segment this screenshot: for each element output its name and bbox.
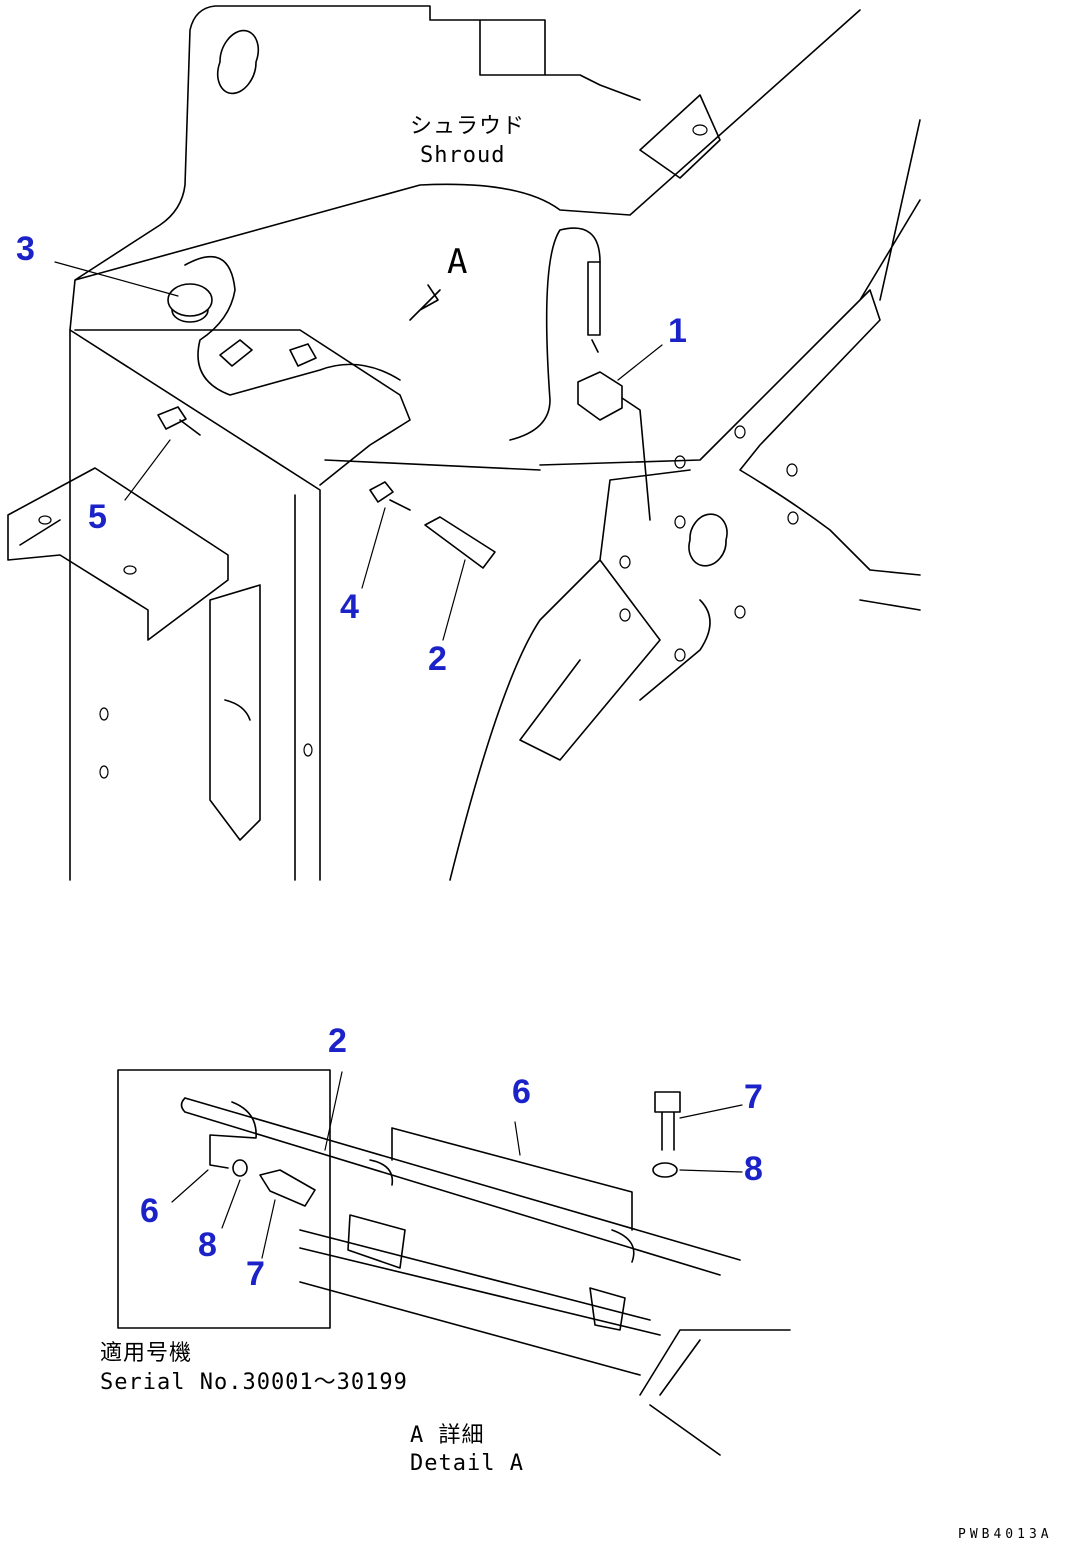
callout-2: 2 — [428, 640, 447, 678]
leader-d6-left — [171, 1169, 209, 1203]
callout-5: 5 — [88, 498, 107, 536]
frame-right — [449, 119, 921, 881]
filler-neck — [167, 283, 213, 323]
drain-cock-5 — [157, 406, 201, 436]
radiator-body — [69, 329, 541, 881]
plug-4 — [369, 481, 411, 511]
leader-d8 — [679, 1169, 743, 1173]
side-hole — [99, 707, 109, 721]
detail-clamp-6 — [369, 1127, 635, 1263]
serial-label-jp: 適用号機 — [100, 1341, 192, 1366]
detail-clamp-left — [209, 1101, 257, 1169]
leader-3 — [54, 261, 179, 297]
bracket-hole — [123, 565, 137, 575]
leader-d7 — [679, 1104, 743, 1119]
sensor-1 — [577, 261, 623, 421]
leader-d6 — [514, 1121, 521, 1156]
left-bracket — [7, 467, 229, 641]
fitting-upper — [219, 339, 317, 367]
side-hole — [303, 743, 313, 757]
detail-washer-left — [232, 1159, 248, 1177]
leader-d8-left — [221, 1179, 241, 1229]
callout-detail-7-left: 7 — [246, 1255, 265, 1293]
detail-label-en: Detail A — [410, 1451, 524, 1476]
frame-big-hole — [688, 513, 728, 567]
callout-4: 4 — [340, 588, 359, 626]
serial-label-en: Serial No.30001～30199 — [100, 1370, 408, 1395]
serial-frame — [117, 1069, 331, 1329]
detail-bolt-left — [259, 1169, 316, 1207]
shroud-outline — [69, 5, 861, 881]
leader-4 — [361, 507, 386, 589]
detail-washer-8 — [652, 1162, 678, 1178]
callout-detail-6-left: 6 — [140, 1192, 159, 1230]
callout-1: 1 — [668, 312, 687, 350]
frame-holes — [619, 425, 799, 662]
leader-5 — [124, 439, 171, 501]
leader-2 — [442, 559, 466, 641]
leader-1 — [617, 344, 663, 381]
shroud-label-jp: シュラウド — [410, 114, 525, 139]
leader-d2 — [324, 1071, 343, 1151]
sensor-wire — [509, 227, 651, 521]
side-hole — [99, 765, 109, 779]
detail-view — [117, 1069, 791, 1456]
drawing-code: PWB4013A — [958, 1527, 1053, 1542]
leader-d7-left — [261, 1199, 276, 1259]
shroud-hole — [216, 29, 260, 95]
bracket-hole — [692, 124, 708, 136]
detail-bolt-7 — [654, 1091, 681, 1151]
hose-upper — [184, 255, 401, 396]
callout-detail-8: 8 — [744, 1150, 763, 1188]
shroud-label-en: Shroud — [420, 143, 505, 168]
side-bar — [209, 584, 261, 841]
detail-bracket-lower — [347, 1214, 791, 1456]
main-view — [7, 5, 921, 881]
view-arrow-a — [409, 284, 441, 321]
callout-detail-8-left: 8 — [198, 1226, 217, 1264]
hose-2 — [424, 516, 496, 569]
view-arrow-label: A — [447, 242, 468, 282]
detail-label-jp: A 詳細 — [410, 1423, 485, 1448]
bracket-hole — [38, 515, 52, 525]
callout-detail-7: 7 — [744, 1078, 763, 1116]
bracket-top-right — [639, 94, 721, 179]
detail-pipe-upper — [180, 1097, 741, 1276]
callout-detail-6: 6 — [512, 1073, 531, 1111]
callout-detail-2: 2 — [328, 1022, 347, 1060]
callout-3: 3 — [16, 230, 35, 268]
